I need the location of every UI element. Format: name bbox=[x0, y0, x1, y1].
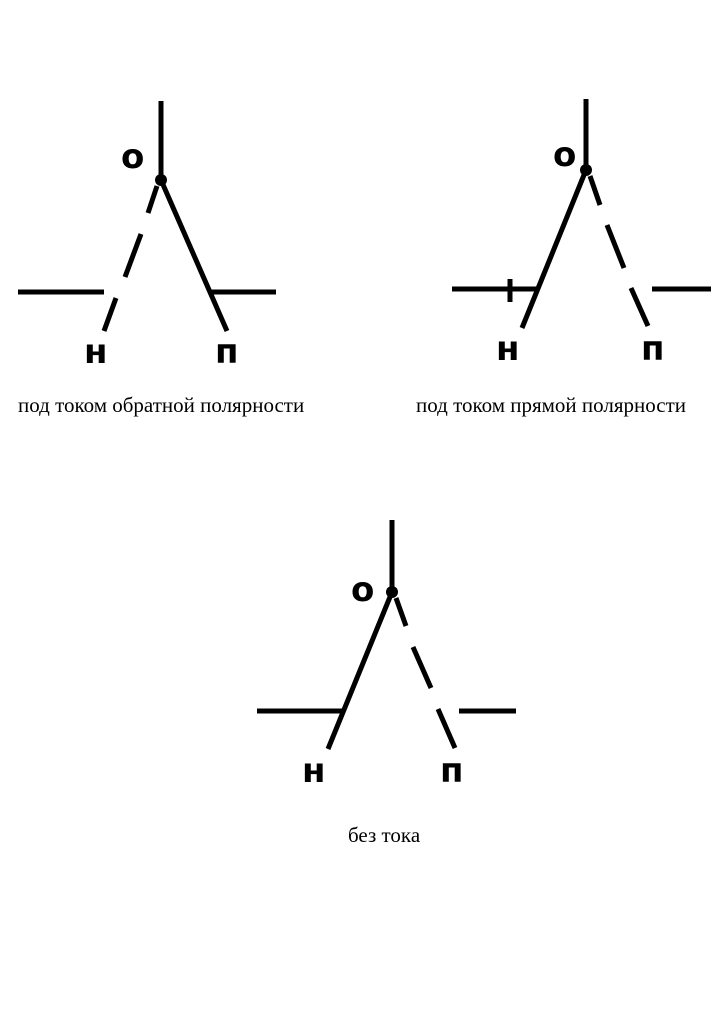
node-label-normal: н bbox=[496, 329, 520, 369]
closed-contact-left bbox=[519, 169, 589, 329]
diagram-direct-polarity bbox=[452, 99, 711, 329]
common-node-dot bbox=[580, 164, 592, 176]
diagram-no-current bbox=[257, 520, 516, 750]
caption-direct-polarity: под током прямой полярности bbox=[416, 393, 687, 417]
caption-reverse-polarity: под током обратной полярности bbox=[18, 393, 305, 417]
common-node-dot bbox=[386, 586, 398, 598]
open-contact-right-dashed bbox=[587, 175, 651, 328]
node-label-normal: н bbox=[302, 751, 326, 791]
node-label-common: о bbox=[351, 570, 374, 610]
node-label-reverse: п bbox=[440, 751, 464, 791]
node-label-common: о bbox=[553, 135, 576, 175]
caption-no-current: без тока bbox=[348, 823, 421, 847]
closed-contact-right bbox=[158, 178, 230, 333]
node-label-reverse: п bbox=[641, 329, 665, 369]
node-label-reverse: п bbox=[215, 332, 239, 372]
open-contact-right-dashed bbox=[393, 597, 458, 749]
diagram-reverse-polarity bbox=[18, 101, 276, 333]
open-contact-left-dashed bbox=[101, 185, 160, 332]
common-node-dot bbox=[155, 174, 167, 186]
node-label-common: о bbox=[121, 137, 144, 177]
node-label-normal: н bbox=[84, 332, 108, 372]
closed-contact-left bbox=[325, 591, 395, 750]
